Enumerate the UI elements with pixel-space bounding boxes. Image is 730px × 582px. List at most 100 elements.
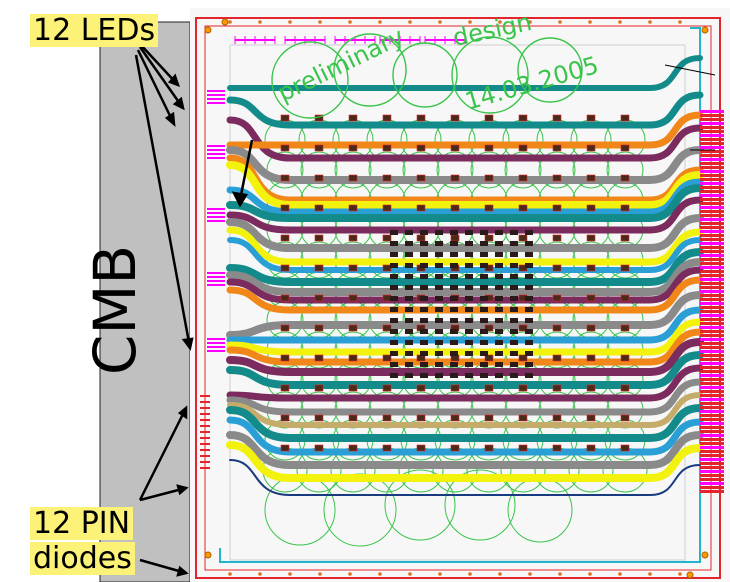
chip <box>382 354 392 362</box>
chip <box>450 340 458 345</box>
pad-circle <box>470 151 508 189</box>
chip <box>420 340 428 345</box>
connector-pin <box>700 166 724 169</box>
chip <box>586 174 596 182</box>
connector-pin <box>700 298 724 301</box>
chip <box>510 373 518 378</box>
connector-pin <box>700 458 724 461</box>
led-mark <box>207 350 225 352</box>
chip <box>510 285 518 290</box>
connector-pin <box>700 314 724 317</box>
connector-pin <box>700 194 724 197</box>
chip <box>552 234 562 242</box>
chip <box>435 329 443 334</box>
connector-pin <box>700 222 724 225</box>
chip <box>586 444 596 452</box>
signal-track <box>226 161 704 209</box>
led-mark <box>207 280 225 282</box>
chip <box>416 234 426 242</box>
mount-hole <box>701 551 709 559</box>
connector-pin <box>700 250 724 253</box>
chip <box>405 329 413 334</box>
connector-pin <box>700 346 724 349</box>
chip <box>420 329 428 334</box>
connector-pin <box>700 326 724 329</box>
chip <box>465 318 473 323</box>
connector-pin <box>700 362 724 365</box>
connector-pin <box>700 274 724 277</box>
chip <box>382 294 392 302</box>
chip <box>435 307 443 312</box>
edge-dot <box>498 20 502 24</box>
chip <box>450 444 460 452</box>
chip <box>348 204 358 212</box>
connector-pin <box>700 422 724 425</box>
chip <box>465 362 473 367</box>
edge-dot <box>258 572 262 576</box>
led-marks <box>200 90 225 469</box>
connector-pin <box>700 382 724 385</box>
mount-hole <box>204 26 212 34</box>
connector-pin <box>700 126 724 129</box>
edge-dot <box>648 20 652 24</box>
chip <box>480 296 488 301</box>
chip <box>586 264 596 272</box>
connector-pin <box>700 174 724 177</box>
chip <box>518 174 528 182</box>
chip <box>390 351 398 356</box>
connector-pin <box>700 330 724 333</box>
chip <box>510 318 518 323</box>
chip <box>348 174 358 182</box>
chip <box>552 204 562 212</box>
chip <box>510 362 518 367</box>
chip <box>382 324 392 332</box>
chip <box>390 362 398 367</box>
chip <box>390 340 398 345</box>
chip <box>348 414 358 422</box>
chip <box>586 144 596 152</box>
led-mark <box>207 272 225 274</box>
edge-dot <box>678 572 682 576</box>
chip <box>552 114 562 122</box>
connector-pin <box>700 142 724 145</box>
chip <box>450 274 458 279</box>
chip <box>510 230 518 235</box>
chip <box>586 204 596 212</box>
connector-pin <box>700 366 724 369</box>
led-mark <box>207 276 225 278</box>
chip <box>450 373 458 378</box>
chip <box>480 230 488 235</box>
pad-circle <box>606 151 644 189</box>
pin-diode-mark <box>200 449 210 451</box>
chip <box>405 307 413 312</box>
chip <box>495 274 503 279</box>
chip <box>416 144 426 152</box>
chip <box>450 414 460 422</box>
signal-track <box>226 258 704 296</box>
chip <box>495 296 503 301</box>
signal-track <box>226 178 704 216</box>
chip <box>435 340 443 345</box>
pin-diode-mark <box>200 407 210 409</box>
chip <box>280 444 290 452</box>
connector-pin <box>700 158 724 161</box>
led-mark <box>207 216 225 218</box>
chip <box>465 285 473 290</box>
chip <box>280 354 290 362</box>
signal-track <box>226 116 704 162</box>
connector-pin <box>700 258 724 261</box>
chip <box>435 296 443 301</box>
chip <box>620 114 630 122</box>
pin-diode-mark <box>200 413 210 415</box>
edge-dot <box>438 20 442 24</box>
pin-diode-mark <box>200 395 210 397</box>
chip <box>348 144 358 152</box>
chip <box>480 373 488 378</box>
connector-pin <box>700 182 724 185</box>
edge-dot <box>408 20 412 24</box>
edge-dot <box>528 572 532 576</box>
pointer-arrows <box>134 43 254 577</box>
pin-diode-mark <box>200 431 210 433</box>
connector-pin <box>700 282 724 285</box>
chip <box>480 285 488 290</box>
